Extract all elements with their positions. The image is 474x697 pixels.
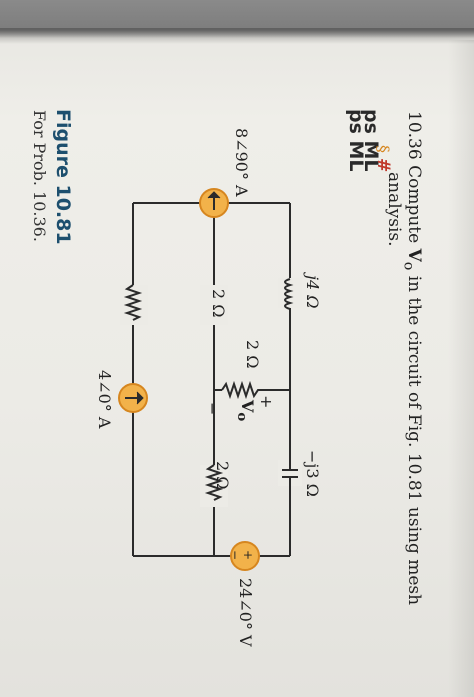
current-source-bottom <box>118 383 148 413</box>
source-left-label: 8∠90° A <box>232 128 251 197</box>
inductor-symbol <box>284 278 294 310</box>
resistor-right-symbol <box>204 464 224 501</box>
page-fold-shadow <box>0 28 474 44</box>
capacitor-label: −j3 Ω <box>303 450 322 497</box>
vo-symbol: V <box>238 400 257 413</box>
resistor-left-label: 2 Ω <box>209 289 228 318</box>
capacitor-symbol <box>282 460 298 486</box>
vo-plus-sign: + <box>257 395 276 409</box>
resistor-mid-label: 2 Ω <box>243 340 262 369</box>
resistor-left-symbol <box>123 284 143 321</box>
resistor-right-label: 2 Ω <box>213 461 232 490</box>
vo-subscript: o <box>233 412 250 422</box>
resistor-mid-symbol <box>221 380 264 400</box>
voltage-source-right <box>230 541 260 571</box>
inductor-label: j4 Ω <box>303 275 322 309</box>
vo-label: Vo <box>234 400 257 421</box>
source-right-label: 24∠0° V <box>236 578 255 647</box>
vs-plus-sign: + <box>241 550 255 561</box>
source-bottom-label: 4∠0° A <box>95 370 114 429</box>
vo-minus-sign: − <box>203 402 222 416</box>
current-source-left <box>199 188 229 218</box>
page-edge <box>448 40 474 697</box>
vs-minus-sign: − <box>228 550 242 561</box>
